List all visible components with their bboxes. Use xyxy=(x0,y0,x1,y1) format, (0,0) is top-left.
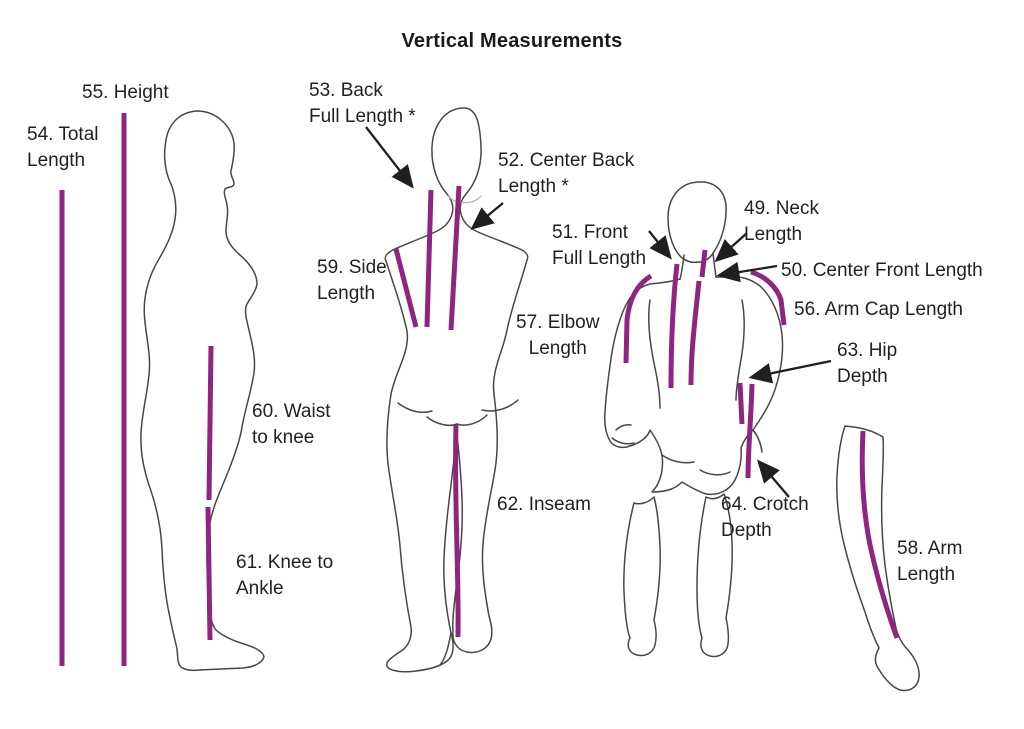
figure-side-view xyxy=(140,110,265,672)
label-63-hip-depth: 63. Hip Depth xyxy=(837,340,898,388)
label-62-inseam: 62. Inseam xyxy=(497,494,591,515)
measure-line-59-side-length xyxy=(393,248,419,328)
label-61-knee-to-ankle: 61. Knee to Ankle xyxy=(236,552,334,600)
label-55-height: 55. Height xyxy=(82,82,169,103)
arrow-49-neck-length xyxy=(714,232,748,263)
arrow-63-hip-depth xyxy=(748,359,832,384)
measure-line-63-hip-depth xyxy=(737,382,745,425)
label-49-neck-length: 49. Neck Length xyxy=(744,198,819,246)
pointer-arrows xyxy=(365,126,832,498)
label-54-total-length: 54. Total Length xyxy=(27,124,99,172)
label-60-waist-to-knee: 60. Waist to knee xyxy=(252,401,331,449)
figure-back-view xyxy=(384,107,529,673)
figure-arm xyxy=(836,425,920,692)
measure-line-62-inseam xyxy=(453,424,461,638)
arrow-50-center-front-length xyxy=(716,261,778,283)
measure-line-60-waist-to-knee xyxy=(206,345,214,501)
diagram-title: Vertical Measurements xyxy=(401,30,623,52)
label-52-center-back-length: 52. Center Back Length * xyxy=(498,150,635,198)
label-50-center-front-length: 50. Center Front Length xyxy=(781,260,983,281)
measure-line-52-center-back-length xyxy=(448,185,462,331)
measure-line-49-neck-length xyxy=(699,249,708,278)
measure-line-53-back-full-length xyxy=(424,189,434,328)
label-64-crotch-depth: 64. Crotch Depth xyxy=(721,494,809,542)
label-56-arm-cap-length: 56. Arm Cap Length xyxy=(794,299,963,320)
figure-seated-view xyxy=(604,181,784,658)
arrow-64-crotch-depth xyxy=(757,459,790,498)
label-59-side-length: 59. Side Length xyxy=(317,257,387,305)
measure-line-58-arm-length xyxy=(859,430,900,639)
measure-line-57-elbow-length xyxy=(623,273,653,364)
arrow-53-back-full-length xyxy=(365,126,414,189)
measurement-lines xyxy=(59,113,900,666)
label-57-elbow-length: 57. Elbow Length xyxy=(516,312,600,360)
measure-line-51-front-full-length xyxy=(668,263,680,389)
measure-line-64-crotch-depth xyxy=(745,383,755,479)
label-58-arm-length: 58. Arm Length xyxy=(897,538,963,586)
arrow-51-front-full-length xyxy=(648,230,672,260)
label-51-front-full-length: 51. Front Full Length xyxy=(552,222,647,270)
measure-line-56-arm-cap-length xyxy=(750,269,787,326)
measure-line-61-knee-to-ankle xyxy=(205,506,213,641)
label-53-back-full-length: 53. Back Full Length * xyxy=(309,80,416,128)
arrow-52-center-back-length xyxy=(470,202,504,230)
measure-line-50-center-front-length xyxy=(688,280,702,386)
